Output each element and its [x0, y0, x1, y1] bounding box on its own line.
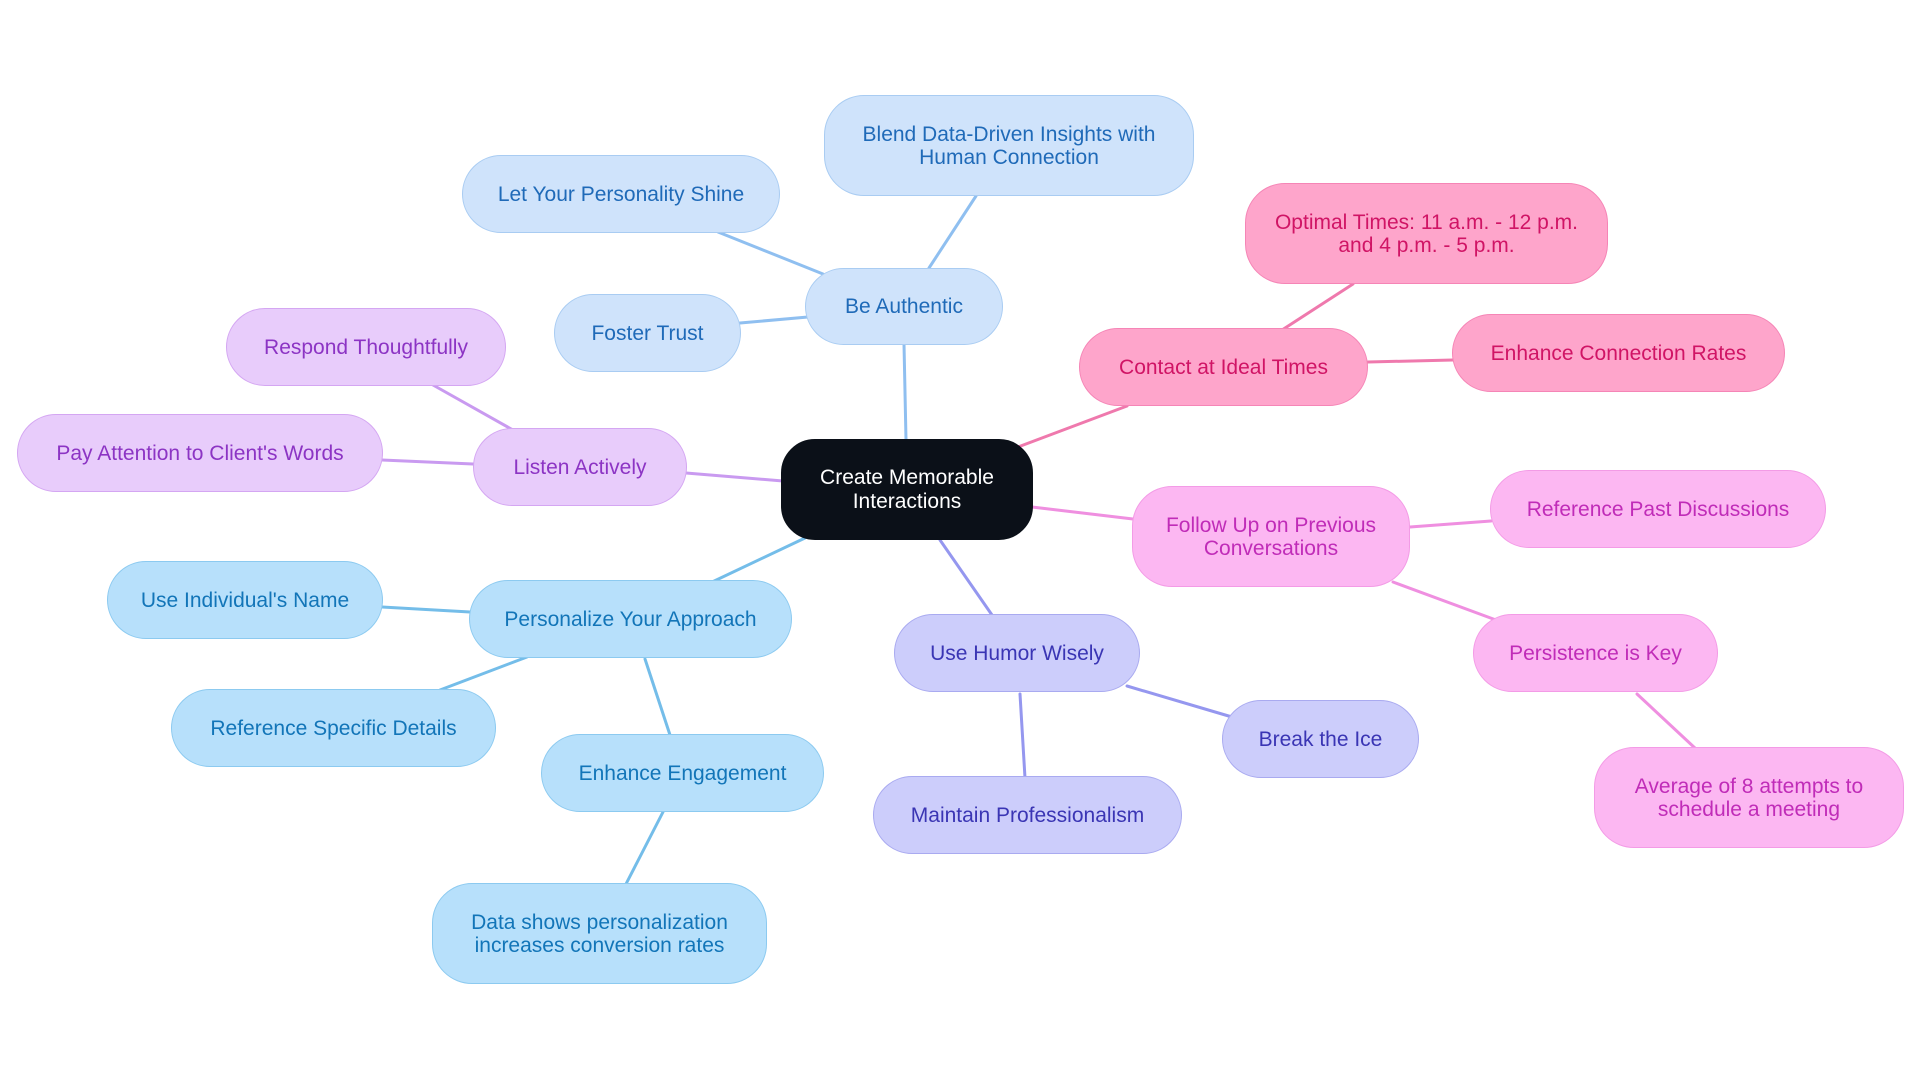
- edge-engagement-data: [624, 810, 665, 886]
- node-average-attempts[interactable]: Average of 8 attempts to schedule a meet…: [1594, 747, 1904, 848]
- edge-follow-reference: [1408, 519, 1493, 529]
- node-persistence-is-key[interactable]: Persistence is Key: [1473, 614, 1718, 692]
- edge-persistence-average: [1635, 692, 1698, 751]
- edge-humor-ice: [1125, 684, 1234, 719]
- edge-listen-respond: [431, 383, 515, 432]
- edge-contact-enhance: [1366, 358, 1455, 364]
- edge-authentic-blend: [927, 194, 978, 270]
- node-let-personality-shine[interactable]: Let Your Personality Shine: [462, 155, 780, 233]
- node-break-the-ice[interactable]: Break the Ice: [1222, 700, 1419, 778]
- node-use-humor-wisely[interactable]: Use Humor Wisely: [894, 614, 1140, 692]
- node-enhance-connection-rates[interactable]: Enhance Connection Rates: [1452, 314, 1785, 392]
- node-contact-ideal-times[interactable]: Contact at Ideal Times: [1079, 328, 1368, 406]
- node-reference-specific-details[interactable]: Reference Specific Details: [171, 689, 496, 767]
- node-blend-data-insights[interactable]: Blend Data-Driven Insights with Human Co…: [824, 95, 1194, 196]
- node-reference-past-discussions[interactable]: Reference Past Discussions: [1490, 470, 1826, 548]
- node-foster-trust[interactable]: Foster Trust: [554, 294, 741, 372]
- edge-authentic-personality: [716, 230, 825, 276]
- node-maintain-professionalism[interactable]: Maintain Professionalism: [873, 776, 1182, 854]
- edge-personalize-details: [438, 655, 529, 692]
- edge-humor-professionalism: [1018, 692, 1027, 780]
- node-optimal-times[interactable]: Optimal Times: 11 a.m. - 12 p.m. and 4 p…: [1245, 183, 1608, 284]
- edge-root-humor: [938, 538, 994, 617]
- edge-personalize-engagement: [643, 657, 672, 737]
- edge-root-contact: [1016, 404, 1129, 449]
- node-enhance-engagement[interactable]: Enhance Engagement: [541, 734, 824, 812]
- edge-root-listen: [684, 471, 785, 483]
- node-follow-up[interactable]: Follow Up on Previous Conversations: [1132, 486, 1410, 587]
- edge-root-follow: [1030, 505, 1135, 521]
- root-node[interactable]: Create Memorable Interactions: [781, 439, 1033, 540]
- node-be-authentic[interactable]: Be Authentic: [805, 268, 1003, 345]
- node-data-personalization[interactable]: Data shows personalization increases con…: [432, 883, 767, 984]
- edge-authentic-trust: [738, 315, 810, 325]
- node-use-individuals-name[interactable]: Use Individual's Name: [107, 561, 383, 639]
- node-listen-actively[interactable]: Listen Actively: [473, 428, 687, 506]
- edge-personalize-name: [380, 605, 472, 614]
- edge-root-personalize: [708, 536, 807, 585]
- node-pay-attention[interactable]: Pay Attention to Client's Words: [17, 414, 383, 492]
- node-personalize-approach[interactable]: Personalize Your Approach: [469, 580, 792, 658]
- edge-contact-optimal: [1280, 282, 1355, 332]
- edge-listen-pay: [380, 458, 475, 466]
- edge-root-authentic: [902, 342, 908, 442]
- node-respond-thoughtfully[interactable]: Respond Thoughtfully: [226, 308, 506, 386]
- edge-follow-persistence: [1391, 580, 1498, 622]
